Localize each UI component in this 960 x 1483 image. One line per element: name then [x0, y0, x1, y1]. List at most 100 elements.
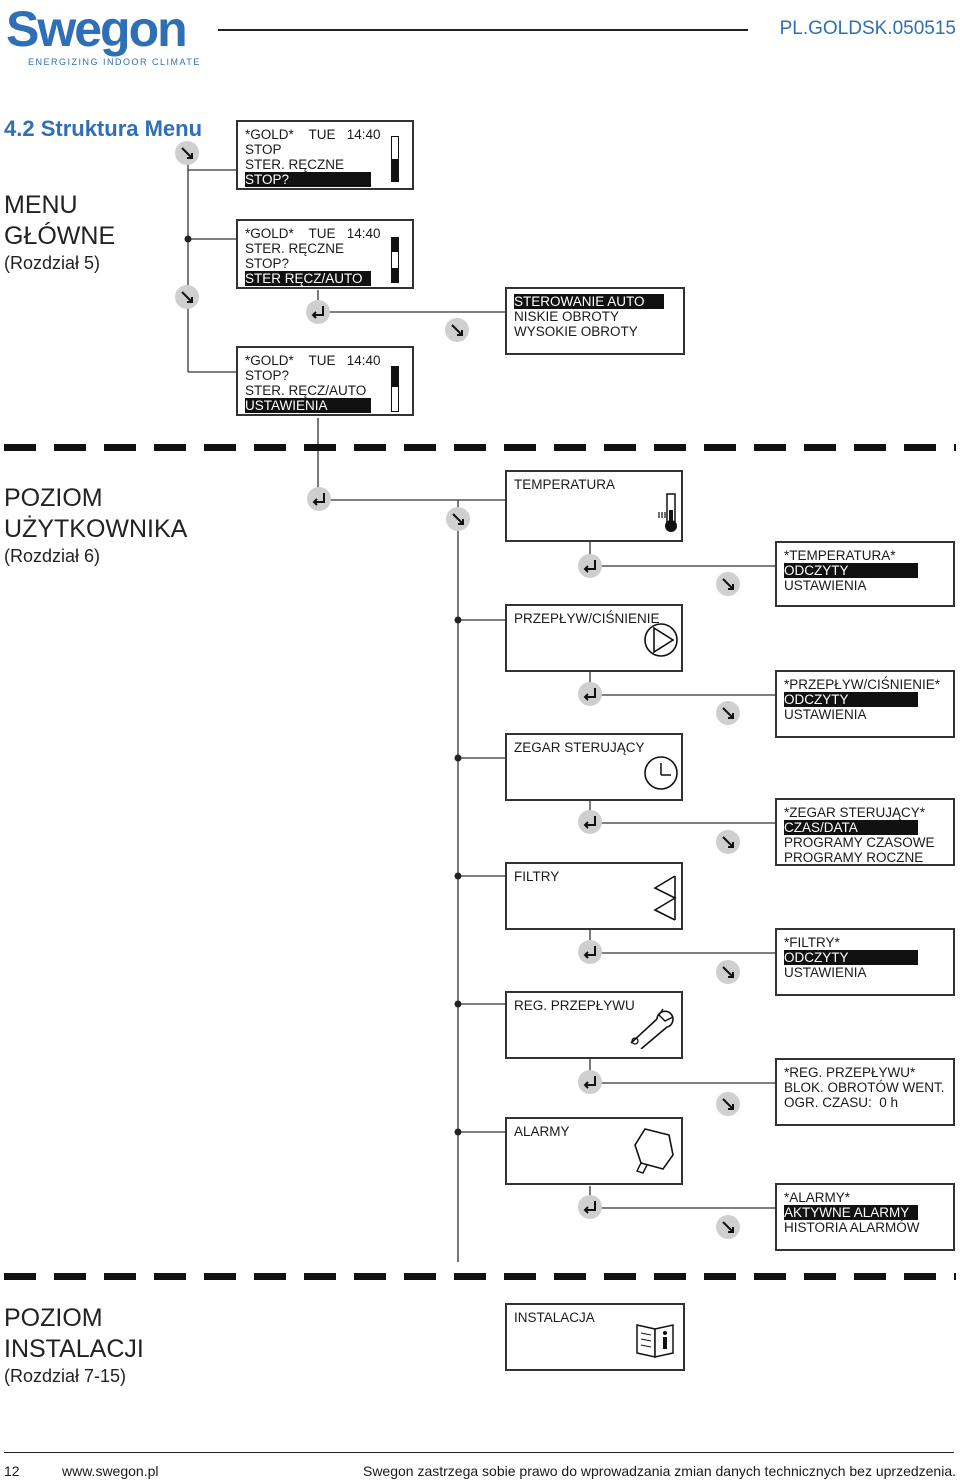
- display-line: STOP?: [245, 256, 290, 271]
- info-book-icon: [636, 1324, 674, 1358]
- section-chapter: (Rozdział 7-15): [4, 1366, 127, 1386]
- down-key-icon: [715, 829, 741, 855]
- section-line: GŁÓWNE: [4, 222, 116, 250]
- menu-item-label: ALARMY: [514, 1124, 570, 1139]
- display-line: STER. RĘCZNE: [245, 157, 345, 172]
- page-number: 12: [4, 1463, 20, 1479]
- display-line: USTAWIENIA: [784, 707, 867, 722]
- down-key-icon: [715, 959, 741, 985]
- page-title: 4.2 Struktura Menu: [4, 116, 203, 141]
- section-line: UŻYTKOWNIKA: [4, 515, 188, 543]
- display-line: USTAWIENIA: [784, 578, 867, 593]
- display-line: PROGRAMY ROCZNE: [784, 850, 924, 865]
- down-key-icon: [174, 140, 200, 166]
- submenu-filtry: *FILTRY* ODCZYTY USTAWIENIA: [775, 928, 955, 996]
- display-screen: *GOLD* TUE 14:40 STOP? STER. RĘCZ/AUTO U…: [236, 346, 414, 416]
- display-line-selected: STOP?: [245, 172, 371, 187]
- fan-icon: [644, 623, 678, 657]
- down-key-icon: [715, 571, 741, 597]
- display-line: STER. RĘCZNE: [245, 241, 345, 256]
- wrench-icon: [630, 1008, 674, 1049]
- menu-item-label: TEMPERATURA: [514, 477, 616, 492]
- enter-key-icon: [577, 681, 603, 707]
- down-key-icon: [715, 1214, 741, 1240]
- footer-disclaimer: Swegon zastrzega sobie prawo do wprowadz…: [362, 1463, 956, 1479]
- scrollbar: [391, 237, 399, 283]
- display-line-selected: STEROWANIE AUTO: [514, 294, 664, 309]
- display-line: STOP: [245, 142, 282, 157]
- display-line: HISTORIA ALARMÓW: [784, 1220, 920, 1235]
- submenu-temperatura: *TEMPERATURA* ODCZYTY USTAWIENIA: [775, 541, 955, 607]
- display-screen: *GOLD* TUE 14:40 STER. RĘCZNE STOP? STER…: [236, 219, 414, 289]
- menu-item-label: REG. PRZEPŁYWU: [514, 998, 635, 1013]
- display-line: *GOLD* TUE 14:40: [245, 127, 381, 142]
- display-line-selected: USTAWIENIA: [245, 398, 371, 413]
- swegon-logo: Swegon: [6, 1, 188, 57]
- menu-item-label: PRZEPŁYW/CIŚNIENIE: [514, 611, 660, 626]
- display-line: *REG. PRZEPŁYWU*: [784, 1065, 916, 1080]
- display-line: *PRZEPŁYW/CIŚNIENIE*: [784, 677, 941, 692]
- menu-item-filtry: FILTRY: [505, 862, 683, 930]
- logo-tagline: ENERGIZING INDOOR CLIMATE: [28, 57, 201, 67]
- display-line: STER. RĘCZ/AUTO: [245, 383, 367, 398]
- display-line-selected: ODCZYTY: [784, 692, 918, 707]
- display-line-selected: AKTYWNE ALARMY: [784, 1205, 918, 1220]
- display-line: NISKIE OBROTY: [514, 309, 620, 324]
- filter-icon: [652, 875, 677, 921]
- enter-key-icon: [577, 1194, 603, 1220]
- display-line: USTAWIENIA: [784, 965, 867, 980]
- display-line-selected: STER RĘCZ/AUTO: [245, 271, 371, 286]
- display-screen: *GOLD* TUE 14:40 STOP STER. RĘCZNE STOP?: [236, 120, 414, 190]
- document-id: PL.GOLDSK.050515: [779, 18, 956, 39]
- menu-item-alarmy: ALARMY: [505, 1117, 683, 1185]
- display-line: PROGRAMY CZASOWE: [784, 835, 935, 850]
- header-rule: [218, 29, 748, 31]
- display-line: OGR. CZASU: 0 h: [784, 1095, 899, 1110]
- scrollbar: [391, 366, 399, 412]
- display-line: WYSOKIE OBROTY: [514, 324, 638, 339]
- down-key-icon: [715, 1091, 741, 1117]
- display-line: *ALARMY*: [784, 1190, 851, 1205]
- enter-key-icon: [577, 1069, 603, 1095]
- display-line: *GOLD* TUE 14:40: [245, 353, 381, 368]
- menu-item-label: ZEGAR STERUJĄCY: [514, 740, 645, 755]
- scrollbar: [391, 136, 399, 182]
- footer-rule: [4, 1452, 954, 1453]
- section-install-level: POZIOM INSTALACJI (Rozdział 7-15): [4, 1303, 144, 1387]
- submenu-reg-przeplywu: *REG. PRZEPŁYWU* BLOK. OBROTÓW WENT. OGR…: [775, 1058, 955, 1126]
- enter-key-icon: [306, 486, 332, 512]
- submenu-zegar: *ZEGAR STERUJĄCY* CZAS/DATA PROGRAMY CZA…: [775, 798, 955, 866]
- enter-key-icon: [577, 809, 603, 835]
- enter-key-icon: [305, 299, 331, 325]
- menu-item-temperatura: TEMPERATURA: [505, 470, 683, 542]
- menu-item-instalacja: INSTALACJA: [505, 1303, 685, 1371]
- enter-key-icon: [577, 553, 603, 579]
- menu-item-przeplyw: PRZEPŁYW/CIŚNIENIE: [505, 604, 683, 672]
- display-line: *TEMPERATURA*: [784, 548, 896, 563]
- thermometer-icon: [658, 493, 677, 532]
- section-line: INSTALACJI: [4, 1335, 144, 1363]
- submenu-przeplyw: *PRZEPŁYW/CIŚNIENIE* ODCZYTY USTAWIENIA: [775, 670, 955, 738]
- section-divider: [4, 1273, 956, 1280]
- submenu-alarmy: *ALARMY* AKTYWNE ALARMY HISTORIA ALARMÓW: [775, 1183, 955, 1251]
- display-line: *GOLD* TUE 14:40: [245, 226, 381, 241]
- section-line: MENU: [4, 191, 78, 219]
- display-line: BLOK. OBROTÓW WENT.: [784, 1080, 945, 1095]
- section-line: POZIOM: [4, 1304, 103, 1332]
- down-key-icon: [715, 700, 741, 726]
- down-key-icon: [174, 284, 200, 310]
- menu-item-label: INSTALACJA: [514, 1310, 595, 1325]
- auto-menu-screen: STEROWANIE AUTO NISKIE OBROTY WYSOKIE OB…: [505, 287, 685, 355]
- down-key-icon: [444, 317, 470, 343]
- down-key-icon: [445, 506, 471, 532]
- bell-icon: [634, 1128, 674, 1174]
- website-link[interactable]: www.swegon.pl: [62, 1463, 159, 1479]
- section-user-level: POZIOM UŻYTKOWNIKA (Rozdział 6): [4, 483, 187, 567]
- display-line-selected: ODCZYTY: [784, 563, 918, 578]
- display-line: *FILTRY*: [784, 935, 840, 950]
- clock-icon: [644, 756, 678, 790]
- display-line: *ZEGAR STERUJĄCY*: [784, 805, 926, 820]
- menu-item-reg-przeplywu: REG. PRZEPŁYWU: [505, 991, 683, 1059]
- enter-key-icon: [577, 939, 603, 965]
- section-line: POZIOM: [4, 484, 103, 512]
